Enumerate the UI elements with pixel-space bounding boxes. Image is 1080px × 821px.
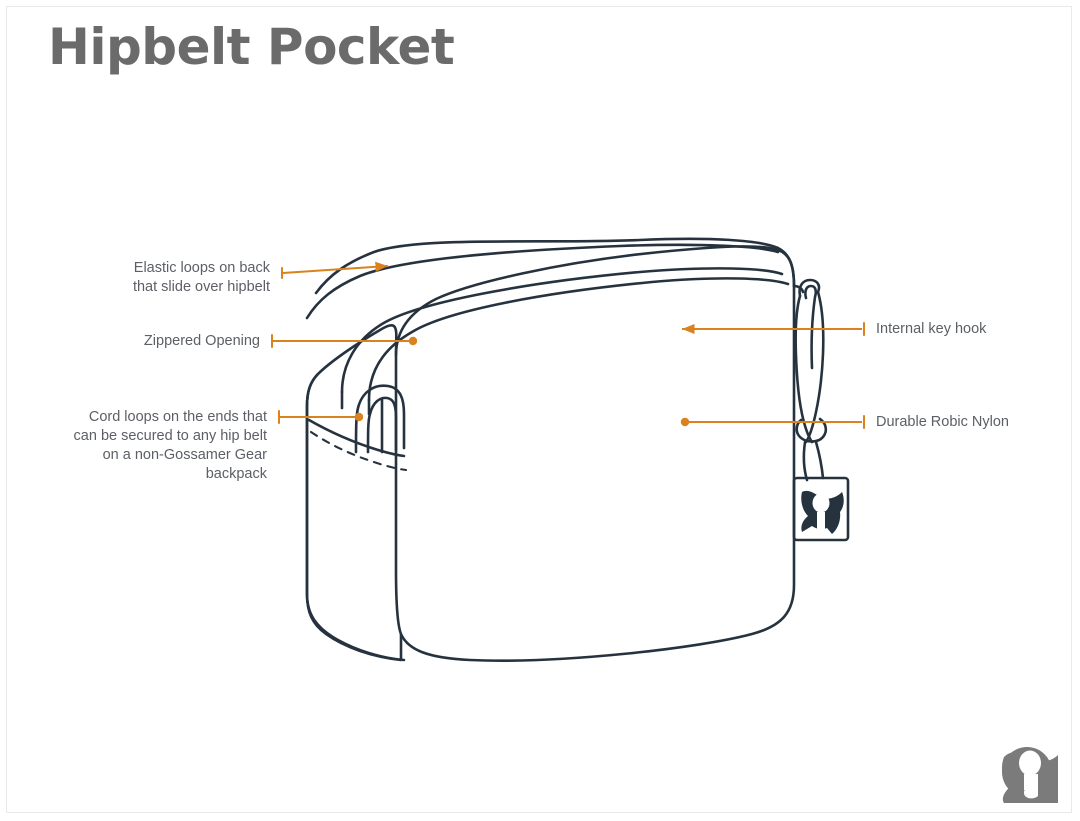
page-title: Hipbelt Pocket — [48, 18, 455, 76]
bag-top-back-edge — [314, 237, 796, 295]
bag-side-panel — [305, 324, 403, 662]
zipper-seam-outer — [305, 243, 780, 320]
zipper-pull-cord-inner-loop — [804, 284, 818, 370]
leader-internal-key-hook — [682, 322, 865, 336]
callout-durable-robic-nylon: Durable Robic Nylon — [876, 414, 1009, 430]
cord-loop-inner — [366, 396, 398, 454]
cord-loop-outer — [354, 384, 406, 454]
bag-side-left-edge — [305, 372, 406, 662]
gossamer-gear-logo — [1002, 747, 1058, 803]
leader-durable-robic-nylon — [680, 415, 865, 429]
leader-zippered-opening — [271, 334, 418, 348]
bag-front-face — [394, 245, 796, 662]
zipper-pull-cord-left-strand — [794, 294, 814, 444]
zipper-pull-cord-right-strand — [804, 290, 825, 444]
zipper-pull-tail-right — [814, 440, 825, 480]
callout-cord-loops: Cord loops on the ends that can be secur… — [73, 409, 267, 482]
callout-leaders — [271, 261, 865, 429]
callout-internal-key-hook: Internal key hook — [876, 321, 987, 337]
callout-elastic-loops: Elastic loops on back that slide over hi… — [132, 260, 270, 295]
zipper-pull-tail-left — [802, 440, 809, 482]
logo-tag-mark — [801, 490, 844, 535]
zipper-seam-inner — [367, 277, 790, 402]
callout-zippered-opening: Zippered Opening — [143, 333, 260, 349]
side-pocket-stitch-dashed — [309, 430, 408, 472]
side-pocket-edge — [307, 418, 406, 458]
zipper-pull-attachment — [792, 284, 805, 294]
zipper-left-terminus — [340, 390, 371, 416]
zipper-pull-knot — [795, 417, 828, 443]
bag-drawing — [305, 237, 850, 662]
logo-tag — [792, 476, 850, 542]
zipper-seam-middle — [340, 267, 784, 394]
leader-elastic-loops — [281, 261, 389, 279]
leader-cord-loops — [278, 410, 364, 424]
